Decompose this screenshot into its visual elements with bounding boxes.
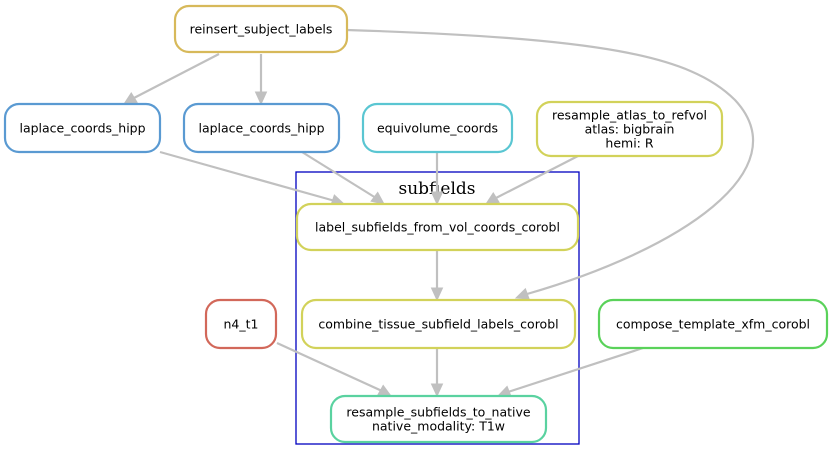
node-label: resample_subfields_to_native — [346, 405, 531, 420]
node-param: hemi: R — [605, 136, 653, 151]
node-param: native_modality: T1w — [372, 419, 505, 434]
edge-compose_template_xfm_corobl-to-resample_subfields_to_native — [496, 346, 644, 398]
node-combine-tissue-subfield-labels-corobl[interactable]: combine_tissue_subfield_labels_corobl — [300, 298, 577, 350]
edge-equivolume_coords-to-label_subfields_from_vol_coords_corobl — [430, 152, 444, 206]
node-label: label_subfields_from_vol_coords_corobl — [315, 220, 560, 235]
node-n4-t1[interactable]: n4_t1 — [204, 298, 278, 350]
edge-line — [276, 341, 383, 393]
arrowhead-icon — [254, 91, 268, 106]
node-box — [295, 202, 580, 252]
node-label: laplace_coords_hipp — [198, 121, 324, 136]
arrowhead-icon — [484, 192, 500, 205]
node-equivolume-coords[interactable]: equivolume_coords — [361, 102, 514, 154]
node-laplace-coords-hipp-1[interactable]: laplace_coords_hipp — [3, 102, 162, 154]
node-label: resample_atlas_to_refvol — [552, 108, 707, 123]
node-box — [329, 394, 548, 444]
node-label: equivolume_coords — [377, 121, 498, 136]
arrowhead-icon — [377, 384, 393, 397]
arrowhead-icon — [430, 191, 444, 206]
arrowhead-icon — [370, 191, 385, 205]
edges-layer — [122, 28, 755, 398]
edge-resample_atlas_to_refvol-to-label_subfields_from_vol_coords_corobl — [484, 155, 579, 205]
edge-line — [301, 151, 377, 199]
edge-line — [131, 53, 220, 100]
edge-line — [346, 28, 755, 296]
node-laplace-coords-hipp-2[interactable]: laplace_coords_hipp — [182, 102, 341, 154]
node-label: n4_t1 — [224, 317, 259, 332]
node-compose-template-xfm-corobl[interactable]: compose_template_xfm_corobl — [597, 298, 829, 350]
node-box — [173, 4, 349, 54]
node-label: laplace_coords_hipp — [19, 121, 145, 136]
node-label: compose_template_xfm_corobl — [616, 317, 810, 332]
arrowhead-icon — [122, 92, 138, 105]
arrowhead-icon — [430, 383, 444, 398]
edge-reinsert_subject_labels-to-laplace_coords_hipp_1 — [122, 53, 220, 105]
node-box — [300, 298, 577, 350]
edge-reinsert_subject_labels-to-combine_tissue_subfield_labels_corobl — [346, 28, 755, 300]
edge-n4_t1-to-resample_subfields_to_native — [276, 341, 393, 397]
node-box — [597, 298, 829, 350]
node-label: combine_tissue_subfield_labels_corobl — [318, 317, 558, 332]
edge-line — [507, 346, 644, 394]
edge-line — [159, 150, 336, 203]
node-resample-subfields-to-native[interactable]: resample_subfields_to_nativenative_modal… — [329, 394, 548, 444]
node-param: atlas: bigbrain — [585, 122, 675, 137]
edge-line — [493, 155, 579, 200]
arrowhead-icon — [430, 287, 444, 302]
node-box — [535, 100, 724, 158]
node-label-subfields-from-vol-coords-corobl[interactable]: label_subfields_from_vol_coords_corobl — [295, 202, 580, 252]
node-reinsert-subject-labels[interactable]: reinsert_subject_labels — [173, 4, 349, 54]
edge-label_subfields_from_vol_coords_corobl-to-combine_tissue_subfield_labels_corobl — [430, 250, 444, 302]
node-box — [3, 102, 162, 154]
arrowhead-icon — [514, 287, 530, 300]
node-box — [361, 102, 514, 154]
edge-combine_tissue_subfield_labels_corobl-to-resample_subfields_to_native — [430, 348, 444, 398]
node-box — [182, 102, 341, 154]
edge-laplace_coords_hipp_2-to-label_subfields_from_vol_coords_corobl — [301, 151, 385, 205]
node-label: reinsert_subject_labels — [190, 22, 333, 37]
node-box — [204, 298, 278, 350]
nodes-layer: reinsert_subject_labels laplace_coords_hi… — [3, 4, 829, 444]
edge-reinsert_subject_labels-to-laplace_coords_hipp_2 — [254, 54, 268, 106]
